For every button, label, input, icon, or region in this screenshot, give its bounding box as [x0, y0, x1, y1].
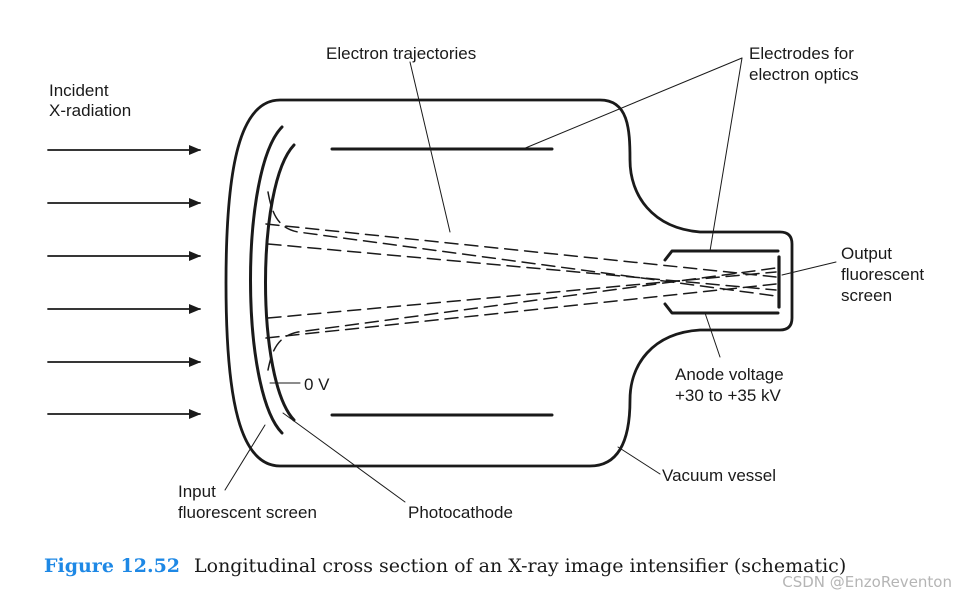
label-output-line1: Output: [841, 244, 892, 263]
anode-upper: [663, 249, 780, 262]
leader-input-screen: [224, 424, 266, 491]
anode-lower: [663, 302, 780, 315]
electron-trajectory: [265, 283, 777, 339]
figure-caption: Figure 12.52 Longitudinal cross section …: [44, 555, 846, 577]
label-electrodes-line1: Electrodes for: [749, 44, 854, 63]
label-input-line2: fluorescent screen: [178, 503, 317, 522]
watermark: CSDN @EnzoReventon: [782, 573, 952, 591]
leader-photocathode: [282, 412, 406, 503]
label-input-line1: Input: [178, 482, 216, 501]
electron-trajectory: [265, 223, 777, 278]
electron-trajectory: [267, 267, 777, 371]
label-anode-line1: Anode voltage: [675, 365, 784, 384]
electron-trajectories: [265, 191, 777, 371]
label-x-radiation: X-radiation: [49, 101, 131, 120]
electron-trajectory: [267, 191, 777, 297]
label-photocathode: Photocathode: [408, 503, 513, 522]
incident-arrows: [47, 145, 201, 419]
leader-vacuum-vessel: [617, 446, 661, 475]
label-output-line3: screen: [841, 286, 892, 305]
label-electron-trajectories: Electron trajectories: [326, 44, 476, 63]
label-incident: Incident: [49, 81, 109, 100]
photocathode-curve: [264, 143, 296, 422]
input-fluorescent-screen: [249, 125, 284, 435]
leader-output-screen: [781, 261, 837, 276]
electron-trajectory: [267, 243, 777, 291]
caption-number: Figure 12.52: [44, 555, 180, 577]
leader-anode-voltage: [704, 312, 721, 358]
electron-trajectory: [267, 271, 777, 319]
label-output-line2: fluorescent: [841, 265, 924, 284]
label-vacuum-vessel: Vacuum vessel: [662, 466, 776, 485]
leader-lines: [224, 57, 837, 503]
leader-electrodes-anode: [709, 57, 743, 252]
leader-electron-trajectories: [409, 61, 451, 233]
leader-electrodes-top: [522, 57, 743, 150]
label-zero-volt: 0 V: [304, 375, 330, 394]
label-electrodes-line2: electron optics: [749, 65, 859, 84]
label-anode-line2: +30 to +35 kV: [675, 386, 782, 405]
vacuum-vessel-outline: [224, 98, 794, 468]
caption-text: Longitudinal cross section of an X-ray i…: [194, 555, 846, 577]
